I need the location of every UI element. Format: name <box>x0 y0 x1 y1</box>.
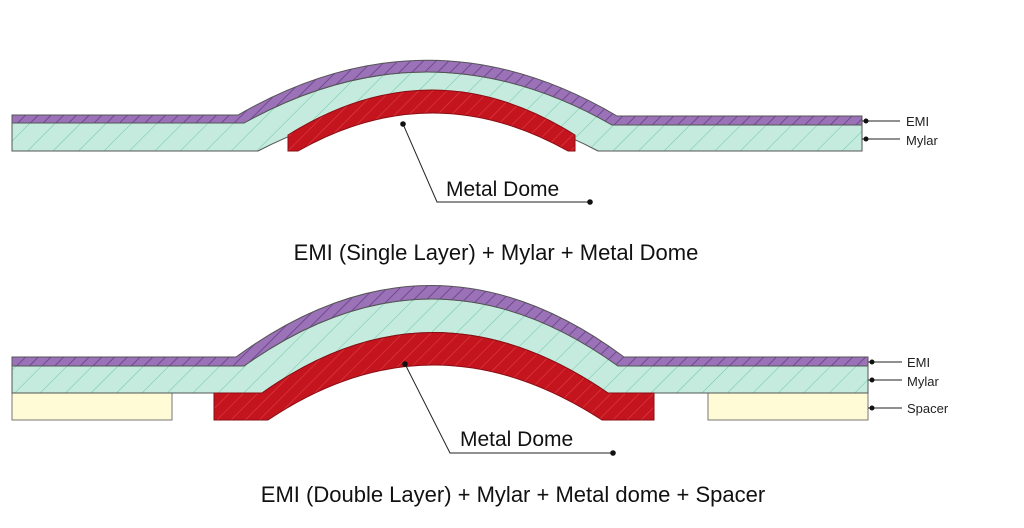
emi-leader-dot <box>869 359 875 365</box>
dome-leader-line <box>404 363 613 454</box>
mylar-label: Mylar <box>906 133 938 148</box>
emi-label: EMI <box>907 355 930 370</box>
dome-leader-dot-start <box>400 121 406 127</box>
dome-leader-line <box>402 123 590 203</box>
dome-leader-dot-start <box>402 361 408 367</box>
dome-leader-dot-end <box>587 199 593 205</box>
emi-layer <box>11 59 863 126</box>
spacer-label: Spacer <box>907 401 949 416</box>
diagram2-caption: EMI (Double Layer) + Mylar + Metal dome … <box>261 482 765 507</box>
diagram-double-layer: EMI Mylar Spacer Metal Dome EMI (Double … <box>11 285 949 507</box>
diagram-single-layer: EMI Mylar Metal Dome EMI (Single Layer) … <box>11 59 938 265</box>
spacer-right <box>707 392 869 421</box>
spacer-left <box>11 392 173 421</box>
metal-dome <box>287 89 576 152</box>
spacer-leader-dot <box>869 405 875 411</box>
mylar-leader-dot <box>863 136 869 142</box>
emi-label: EMI <box>906 114 929 129</box>
metal-dome <box>213 332 655 421</box>
mylar-leader-dot <box>869 377 875 383</box>
metal-dome-label: Metal Dome <box>460 428 573 451</box>
metal-dome-label: Metal Dome <box>446 178 559 201</box>
dome-leader-dot-end <box>610 450 616 456</box>
mylar-label: Mylar <box>907 374 939 389</box>
diagram1-caption: EMI (Single Layer) + Mylar + Metal Dome <box>294 240 699 265</box>
emi-leader-dot <box>863 118 869 124</box>
